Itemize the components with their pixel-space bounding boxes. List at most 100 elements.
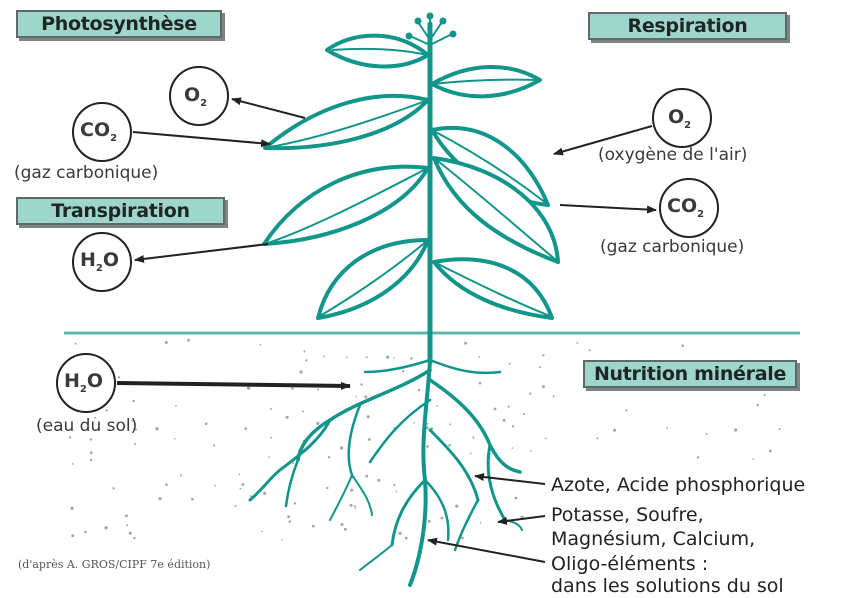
co2-right-formula: CO2 — [667, 195, 704, 220]
soil-dot — [355, 507, 357, 509]
soil-dot — [613, 429, 616, 432]
soil-dot — [241, 483, 244, 486]
gaz-carbonique-left: (gaz carbonique) — [14, 163, 158, 183]
soil-dot — [545, 437, 547, 439]
soil-dot — [302, 411, 304, 413]
soil-dot — [294, 502, 296, 504]
soil-dot — [129, 532, 132, 535]
soil-dot — [464, 342, 467, 345]
soil-dot — [418, 389, 420, 391]
soil-dot — [72, 463, 74, 465]
soil-dot — [542, 385, 545, 388]
soil-dot — [542, 354, 544, 356]
soil-dot — [757, 404, 759, 406]
soil-dot — [326, 487, 328, 489]
soil-dot — [341, 523, 344, 526]
soil-dot — [305, 359, 307, 361]
soil-dot — [134, 443, 136, 445]
soil-dot — [70, 507, 73, 510]
nutrient-line-1: Azote, Acide phosphorique — [551, 474, 805, 496]
soil-dot — [441, 517, 444, 520]
soil-dot — [235, 505, 237, 507]
h2o-out-arrow — [135, 244, 268, 260]
nutrient-line-5: dans les solutions du sol — [551, 575, 784, 597]
soil-dot — [281, 539, 283, 541]
soil-dot — [396, 491, 398, 493]
soil-dot — [356, 396, 358, 398]
soil-dot — [317, 389, 319, 391]
soil-dot — [90, 451, 93, 454]
soil-dot — [112, 487, 114, 489]
soil-dot — [289, 520, 292, 523]
soil-dot — [270, 437, 272, 439]
soil-dot — [125, 515, 127, 517]
nutrient-line-4: Oligo-éléments : — [551, 553, 708, 575]
soil-dot — [461, 537, 464, 540]
soil-dot — [530, 450, 532, 452]
soil-dot — [340, 446, 343, 449]
o2-left-formula: O2 — [184, 84, 207, 109]
soil-dot — [364, 395, 367, 398]
soil-dot — [426, 445, 429, 448]
soil-dot — [360, 383, 362, 385]
soil-dot — [187, 339, 190, 342]
soil-dot — [377, 479, 380, 482]
soil-dot — [553, 395, 555, 397]
soil-dot — [300, 370, 303, 373]
soil-dot — [405, 537, 408, 540]
soil-dot — [104, 526, 107, 529]
soil-dot — [268, 456, 270, 458]
soil-dot — [503, 419, 506, 422]
soil-dot — [470, 453, 472, 455]
h2o-top-formula: H2O — [80, 249, 119, 274]
soil-dot — [455, 505, 458, 508]
soil-dot — [165, 484, 168, 487]
soil-dot — [90, 459, 92, 461]
soil-dot — [426, 423, 428, 425]
soil-dot — [515, 497, 518, 500]
h2o-in-arrow — [117, 383, 350, 386]
nutrient-line-2: Potasse, Soufre, — [551, 504, 704, 526]
soil-dot — [769, 450, 772, 453]
soil-dot — [428, 520, 431, 523]
nutrient-line-3: Magnésium, Calcium, — [551, 528, 755, 550]
soil-dot — [291, 387, 294, 390]
soil-dot — [512, 425, 514, 427]
soil-dot — [71, 534, 74, 537]
soil-dot — [596, 437, 598, 439]
soil-dot — [509, 363, 511, 365]
oxygene-caption: (oxygène de l'air) — [598, 145, 747, 165]
nutrient-arrow-3 — [428, 540, 545, 562]
soil-dot — [354, 505, 356, 507]
photosynthese-label: Photosynthèse — [16, 10, 222, 38]
soil-dot — [328, 456, 330, 458]
soil-dot — [205, 423, 208, 426]
soil-dot — [270, 408, 272, 410]
soil-dot — [174, 438, 176, 440]
soil-dot — [706, 433, 708, 435]
transpiration-label: Transpiration — [16, 197, 225, 225]
soil-dot — [512, 447, 514, 449]
h2o-soil-formula: H2O — [64, 370, 103, 395]
soil-dot — [75, 343, 77, 345]
soil-dot — [539, 366, 541, 368]
leaves — [264, 36, 558, 318]
eau-du-sol-caption: (eau du sol) — [36, 416, 137, 436]
soil-dot — [323, 355, 325, 357]
soil-dot — [304, 350, 306, 352]
root-main — [410, 360, 430, 585]
soil-dot — [394, 357, 396, 359]
soil-dot — [494, 408, 497, 411]
soil-dot — [625, 409, 627, 411]
soil-dot — [286, 416, 289, 419]
leaf-middle-left — [264, 167, 428, 244]
soil-dot — [752, 458, 754, 460]
soil-dot — [263, 492, 266, 495]
soil-dot — [399, 532, 402, 535]
soil-dot — [666, 427, 668, 429]
soil-dot — [344, 528, 347, 531]
soil-dot — [734, 428, 737, 431]
o2-right-formula: O2 — [668, 106, 691, 131]
